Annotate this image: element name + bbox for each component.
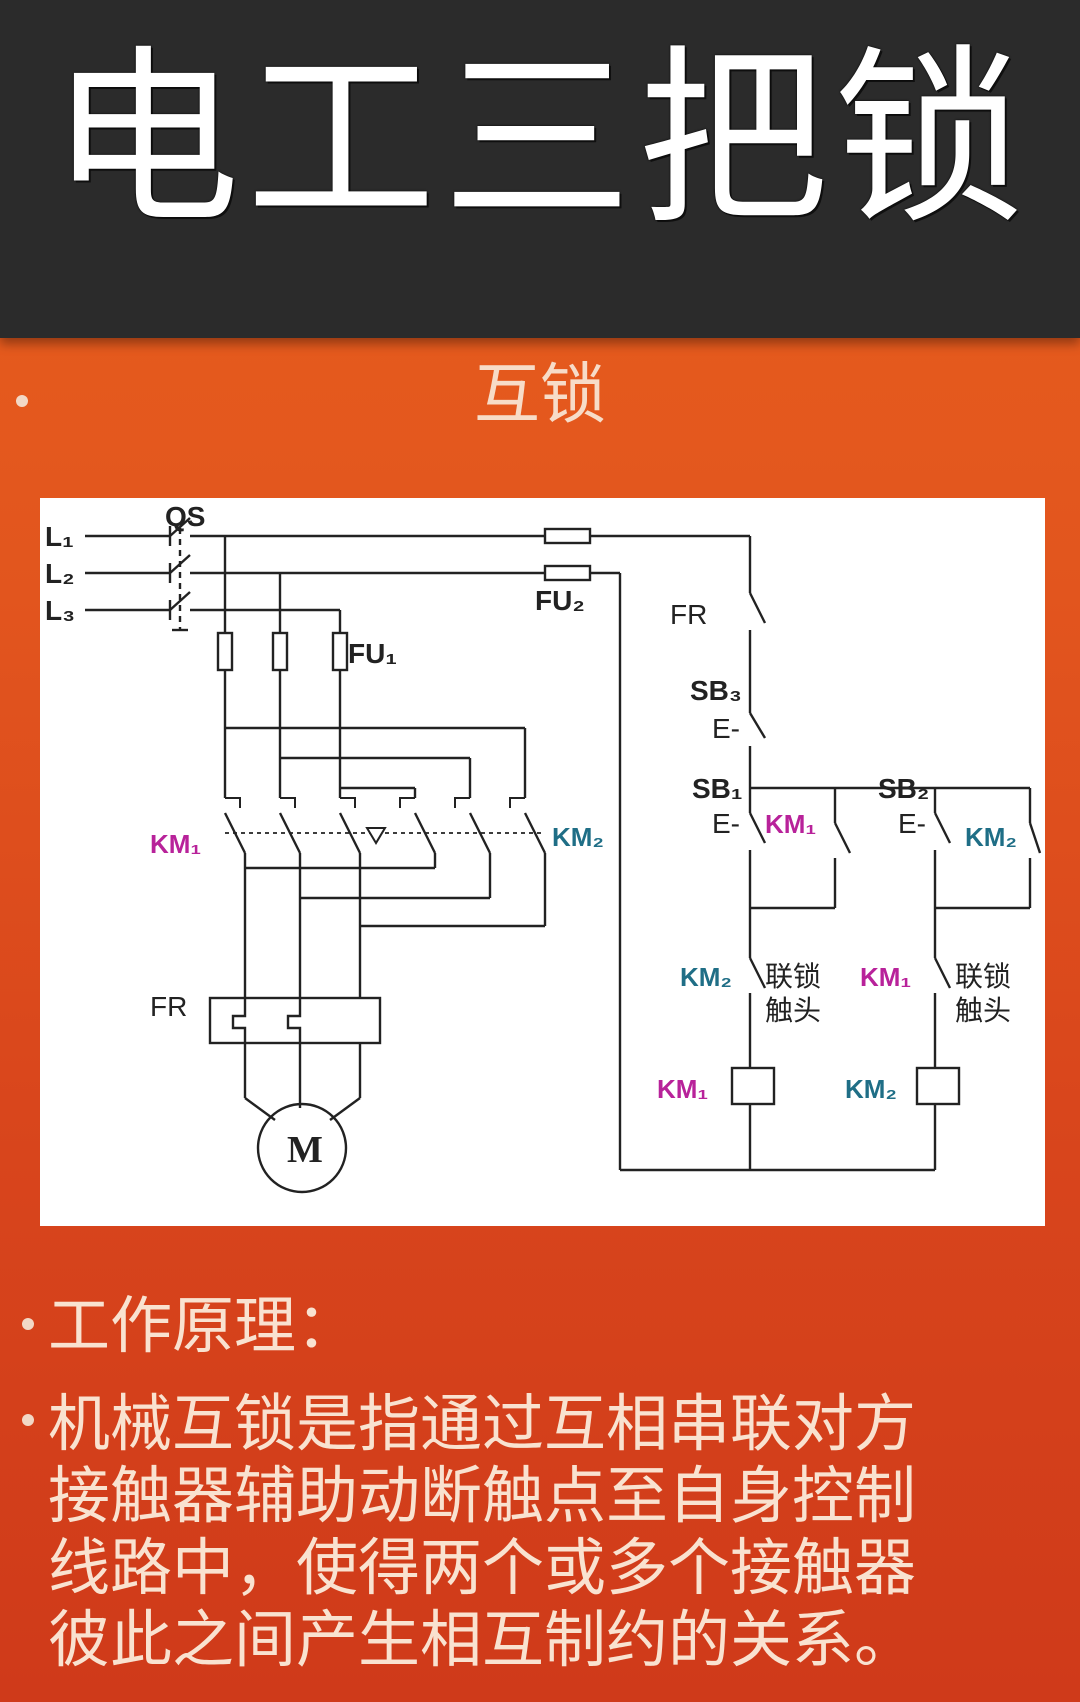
- label-motor: M: [287, 1129, 323, 1171]
- fuse-symbols: [216, 527, 592, 672]
- principle-line: 彼此之间产生相互制约的关系。: [48, 1603, 917, 1676]
- label-l1: L₁: [45, 521, 74, 552]
- label-km2-interlock: KM₂: [680, 962, 732, 992]
- label-km2-hold: KM₂: [965, 822, 1017, 852]
- label-km2-main: KM₂: [552, 822, 604, 852]
- label-sb3-e: E-: [712, 713, 740, 744]
- label-km1-coil: KM₁: [657, 1074, 708, 1104]
- circuit-wiring: [85, 517, 1042, 1194]
- label-sb1-e: E-: [712, 808, 740, 839]
- label-sb2: SB₂: [878, 773, 929, 804]
- label-interlock-1a: 联锁: [765, 960, 821, 993]
- contact-terminals: [225, 797, 525, 845]
- label-sb3: SB₃: [690, 675, 742, 706]
- label-fr-control: FR: [670, 599, 707, 630]
- principle-heading: 工作原理：: [48, 1289, 359, 1362]
- label-fr-main: FR: [150, 991, 187, 1022]
- label-l3: L₃: [45, 595, 75, 626]
- circuit-diagram: L₁ L₂ L₃ QS FU₁ FU₂ FR SB₃ E- SB₁ E- SB₂…: [40, 498, 1045, 1226]
- principle-line: 机械互锁是指通过互相串联对方: [48, 1387, 917, 1460]
- header-banner: 电工三把锁: [0, 0, 1080, 338]
- label-interlock-1b: 触头: [765, 994, 821, 1027]
- principle-line: 线路中，使得两个或多个接触器: [48, 1531, 917, 1604]
- label-sb2-e: E-: [898, 808, 926, 839]
- bullet-dot: [16, 395, 28, 407]
- principle-body: 机械互锁是指通过互相串联对方 接触器辅助动断触点至自身控制 线路中，使得两个或多…: [48, 1388, 1048, 1676]
- section-title: 互锁: [474, 356, 606, 433]
- label-km1-interlock: KM₁: [860, 962, 911, 992]
- label-km1-hold: KM₁: [765, 809, 816, 839]
- label-interlock-2b: 触头: [955, 994, 1011, 1027]
- label-l2: L₂: [45, 558, 75, 589]
- bullet-dot: [22, 1318, 34, 1330]
- label-km2-coil: KM₂: [845, 1074, 897, 1104]
- bullet-dot: [22, 1414, 34, 1426]
- label-sb1: SB₁: [692, 773, 742, 804]
- label-qs: QS: [165, 501, 205, 532]
- main-title: 电工三把锁: [49, 29, 1030, 250]
- label-fu1: FU₁: [348, 638, 397, 669]
- principle-line: 接触器辅助动断触点至自身控制: [48, 1459, 917, 1532]
- label-interlock-2a: 联锁: [955, 960, 1011, 993]
- label-fu2: FU₂: [535, 585, 585, 616]
- label-km1-main: KM₁: [150, 829, 201, 859]
